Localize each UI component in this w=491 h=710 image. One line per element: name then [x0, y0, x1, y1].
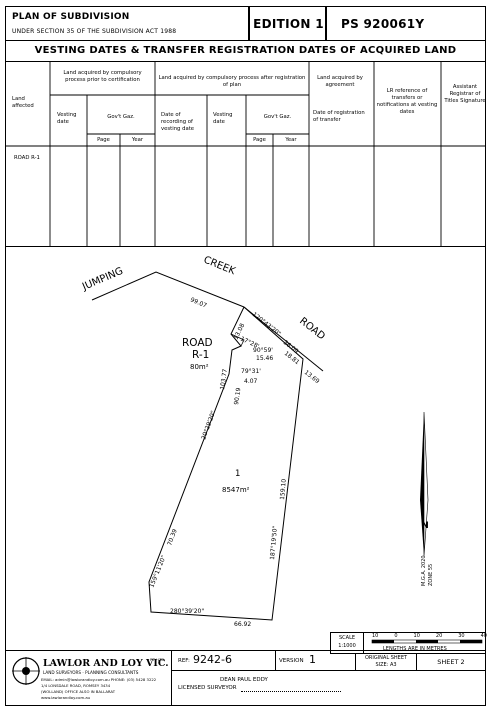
col-lr-reference: LR reference of transfers or notificatio…	[376, 88, 438, 115]
ref-label: REF:	[178, 658, 190, 664]
edition-label: EDITION 1	[253, 17, 324, 31]
col-govt-gaz: Gov't Gaz.	[107, 114, 135, 120]
dim-east-bearing: 187°19'50"	[269, 525, 279, 560]
group-agreement: Land acquired by agreement	[317, 75, 363, 88]
firm-name: LAWLOR AND LOY VIC.	[43, 658, 169, 669]
group-after-registration: Land acquired by compulsory process afte…	[158, 75, 306, 88]
plan-number-box: PS 920061Y	[326, 6, 486, 41]
svg-text:N: N	[421, 521, 429, 531]
dim-road-3: 13.69	[303, 369, 321, 385]
scale-ratio: 1:1000	[338, 643, 356, 649]
dim-east-length: 159.10	[279, 478, 288, 500]
dim-south-length: 66.92	[234, 621, 251, 628]
col-vesting-date: Vesting date	[57, 112, 77, 125]
firm-address-1: 1/4 LONSDALE ROAD, ROMSEY 3434	[41, 683, 111, 688]
creek-boundary	[91, 271, 245, 308]
road-label: ROAD	[297, 316, 327, 343]
vesting-table-title-row: VESTING DATES & TRANSFER REGISTRATION DA…	[5, 41, 486, 62]
group-prior-certification: Land acquired by compulsory process prio…	[63, 70, 142, 83]
scale-units-caption: LENGTHS ARE IN METRES	[383, 646, 447, 652]
row-land-affected: ROAD R-1	[14, 155, 40, 161]
col-govt-gaz-2: Gov't Gaz.	[263, 114, 292, 120]
lot-boundary	[148, 306, 304, 621]
sheet-box: ORIGINAL SHEET SIZE: A3 SHEET 2	[355, 654, 486, 671]
plan-subtitle: UNDER SECTION 35 OF THE SUBDIVISION ACT …	[12, 28, 177, 35]
scale-tick: 30	[458, 632, 465, 639]
col-year-2: Year	[285, 137, 297, 143]
col-land-affected: Land affected	[12, 96, 34, 109]
dim-road-bearing: 120°43'20"	[251, 311, 282, 338]
version-value: 1	[309, 653, 316, 666]
col-year: Year	[131, 137, 144, 143]
surveyor-signature-line	[241, 691, 341, 692]
north-datum: M.G.A. 2020	[421, 555, 427, 586]
firm-suffix: PTY LTD	[150, 658, 165, 662]
dim-c: 90°59'	[253, 347, 273, 354]
ref-value: 9242-6	[193, 653, 232, 666]
road-parcel-boundary	[230, 333, 245, 347]
scale-tick: 10	[413, 632, 420, 639]
creek-label-creek: CREEK	[202, 255, 237, 278]
col-vesting-date-2: Vesting date	[213, 112, 233, 125]
north-zone: ZONE 55	[428, 564, 434, 586]
firm-box: LAWLOR AND LOY VIC. PTY LTD LAND SURVEYO…	[5, 650, 172, 706]
plan-number: PS 920061Y	[341, 17, 425, 31]
original-sheet-label: ORIGINAL SHEET	[364, 655, 408, 661]
road-parcel-label: ROAD	[182, 337, 213, 349]
dim-road-2: 18.81	[283, 350, 301, 366]
dim-g: 103.77	[219, 368, 229, 390]
col-date-recording: Date of recording of vesting date	[161, 112, 195, 132]
footer-top-rule	[5, 650, 486, 651]
lot-number: 1	[235, 469, 240, 479]
version-label: VERSION	[279, 658, 304, 664]
road-parcel-area: 80m²	[190, 363, 209, 371]
dim-d: 15.46	[256, 355, 273, 362]
dim-south-bearing: 280°39'20"	[170, 608, 204, 615]
col-date-registration: Date of registration of transfer	[313, 110, 365, 123]
firm-address-2: (WOLLAND) OFFICE ALSO IN BALLARAT	[41, 689, 116, 694]
col-assistant-registrar: Assistant Registrar of Titles Signature	[444, 84, 486, 104]
north-arrow-icon: N	[420, 411, 429, 557]
scale-bar	[371, 639, 483, 644]
road-parcel-number: R-1	[192, 349, 209, 361]
road-boundary	[243, 306, 324, 372]
firm-logo-icon	[12, 657, 40, 685]
scale-tick: 0	[394, 632, 398, 639]
ref-divider	[275, 651, 276, 670]
sheet-size: SIZE: A3	[375, 662, 397, 668]
surveyor-name: DEAN PAUL EDDY	[220, 677, 268, 683]
sheet-divider	[416, 654, 417, 670]
col-page-2: Page	[253, 137, 266, 143]
scale-tick: 20	[435, 632, 443, 639]
dim-creek-left: 99.07	[189, 296, 208, 309]
sheet-number: SHEET 2	[437, 658, 465, 666]
dim-f: 4.07	[244, 378, 258, 385]
firm-contact: EMAIL: admin@lawlorandloy.com.au PHONE: …	[41, 677, 157, 682]
scale-label: SCALE	[338, 635, 356, 641]
lot-area: 8547m²	[222, 486, 250, 494]
col-page: Page	[97, 137, 110, 143]
vesting-table-title: VESTING DATES & TRANSFER REGISTRATION DA…	[34, 45, 457, 56]
header-title-box: PLAN OF SUBDIVISION UNDER SECTION 35 OF …	[5, 6, 249, 41]
scale-tick: 10	[372, 632, 379, 639]
firm-website: www.lawlorandloy.com.au	[41, 695, 91, 700]
edition-box: EDITION 1	[249, 6, 326, 41]
firm-tagline: LAND SURVEYORS · PLANNING CONSULTANTS	[43, 670, 139, 675]
scale-tick: 40	[480, 632, 487, 639]
plan-title: PLAN OF SUBDIVISION	[12, 12, 130, 22]
vesting-table-grid	[5, 62, 486, 247]
dim-h: 90.19	[233, 387, 242, 405]
dim-e: 79°31'	[241, 368, 261, 375]
surveyor-label: LICENSED SURVEYOR	[178, 685, 237, 691]
scale-box: SCALE 1:1000 10 0 10 20 30 40 LENGTHS AR…	[330, 632, 487, 654]
scale-ticks: 10 0 10 20 30 40	[372, 633, 487, 639]
dim-west-bearing: 20°29'20"	[200, 410, 217, 441]
scale-divider	[363, 633, 364, 653]
table-bottom-rule	[5, 246, 486, 247]
ref-version-row: REF: 9242-6 VERSION 1	[172, 651, 355, 671]
